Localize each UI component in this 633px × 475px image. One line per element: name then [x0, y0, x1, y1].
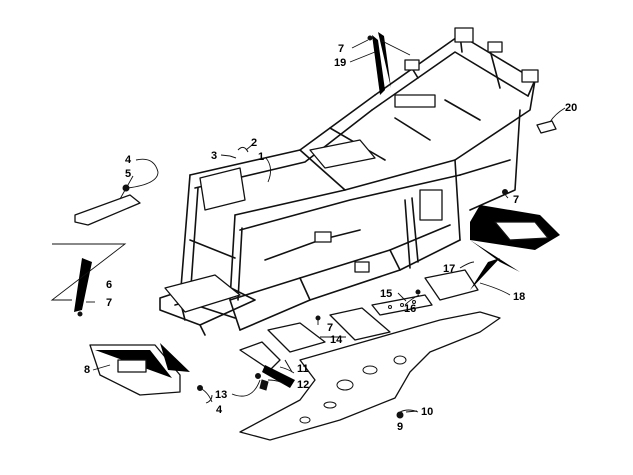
callout-10: 10	[421, 406, 433, 418]
upper-bracket-19	[367, 32, 391, 95]
callout-12: 12	[297, 379, 309, 391]
pin-3	[229, 155, 237, 159]
plug-20	[536, 120, 557, 134]
callout-15: 15	[380, 288, 392, 300]
callout-13: 13	[215, 389, 227, 401]
fastener-7b	[315, 315, 321, 321]
frame-details	[164, 27, 539, 313]
callout-7b: 7	[327, 322, 333, 334]
callout-5: 5	[125, 168, 131, 180]
center-plate	[309, 139, 376, 169]
arm-bracket-11	[239, 341, 295, 388]
callout-8: 8	[84, 364, 90, 376]
leader-lines	[50, 39, 566, 413]
callout-2: 2	[251, 137, 257, 149]
callout-16: 16	[404, 303, 416, 315]
footwell-17	[424, 258, 500, 301]
front-skid-bracket	[164, 274, 241, 313]
rear-mount-block	[454, 27, 474, 43]
callout-9: 9	[397, 421, 403, 433]
front-bumper-8	[89, 343, 190, 396]
front-plate	[199, 167, 246, 211]
callout-18: 18	[513, 291, 525, 303]
lower-bracket	[314, 231, 332, 243]
rear-mount-block	[521, 69, 539, 83]
callout-4: 4	[125, 154, 132, 166]
callout-11: 11	[297, 363, 309, 375]
lower-bracket	[354, 261, 370, 273]
callout-6: 6	[106, 279, 112, 291]
callout-7c: 7	[513, 194, 519, 206]
bracket-plate-15	[371, 289, 433, 316]
pin-2	[237, 146, 249, 153]
upper-plate	[394, 94, 436, 108]
callout-labels: 1 2 3 4 5 6 7 8 13 4 11 12 7 14 15 16 17…	[84, 43, 577, 433]
rear-mount-block	[487, 41, 503, 53]
pad-14	[267, 322, 326, 353]
callout-7: 7	[106, 297, 112, 309]
bracket-5	[74, 194, 141, 226]
rear-mount-block	[404, 59, 420, 71]
fastener-7	[77, 311, 83, 317]
callout-1: 1	[258, 151, 264, 163]
rear-skid-18	[470, 189, 560, 272]
nut-12	[259, 379, 269, 391]
callout-14: 14	[330, 334, 343, 346]
rear-bracket	[419, 189, 443, 221]
pad-14	[329, 307, 391, 341]
callout-4b: 4	[216, 404, 223, 416]
callout-20: 20	[565, 102, 577, 114]
fastener-13	[255, 373, 261, 379]
bar-6	[74, 258, 92, 312]
callout-7d: 7	[338, 43, 344, 55]
skid-plate-10	[239, 311, 501, 441]
fastener-9	[396, 411, 404, 419]
callout-3: 3	[211, 150, 217, 162]
callout-19: 19	[334, 57, 346, 69]
callout-17: 17	[443, 263, 455, 275]
